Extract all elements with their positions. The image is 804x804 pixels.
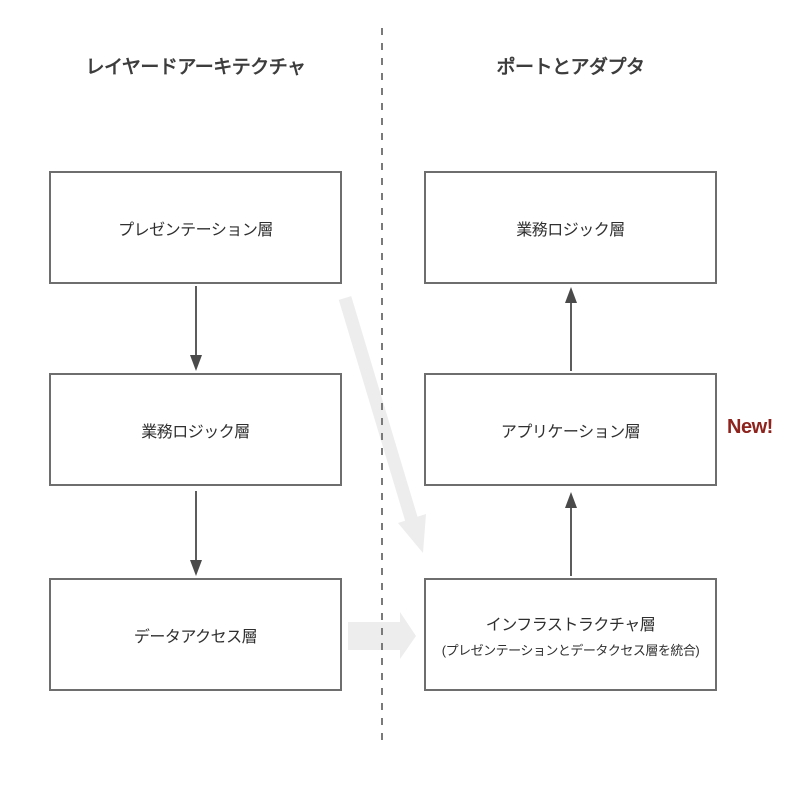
box-sublabel: (プレゼンテーションとデータクセス層を統合) [441, 642, 700, 658]
box-infrastructure-layer: インフラストラクチャ層 (プレゼンテーションとデータクセス層を統合) [424, 578, 717, 691]
box-label: 業務ロジック層 [141, 423, 250, 441]
box-data-access-layer: データアクセス層 [49, 578, 342, 691]
right-up-arrow-1-icon [565, 287, 577, 371]
box-business-logic-layer-right: 業務ロジック層 [424, 171, 717, 284]
box-label: プレゼンテーション層 [118, 221, 273, 239]
right-up-arrow-2-icon [565, 492, 577, 576]
diagonal-transform-arrow-icon [338, 296, 426, 553]
box-label: インフラストラクチャ層 [485, 616, 656, 634]
box-application-layer: アプリケーション層 [424, 373, 717, 486]
box-presentation-layer: プレゼンテーション層 [49, 171, 342, 284]
left-down-arrow-1-icon [190, 286, 202, 371]
block-right-arrow-icon [348, 612, 416, 659]
left-down-arrow-2-icon [190, 491, 202, 576]
box-label: アプリケーション層 [500, 423, 641, 441]
box-label: データアクセス層 [133, 628, 258, 646]
box-business-logic-layer-left: 業務ロジック層 [49, 373, 342, 486]
right-panel-title: ポートとアダプタ [496, 57, 645, 78]
new-badge: New! [727, 416, 773, 438]
left-panel-title: レイヤードアーキテクチャ [85, 57, 306, 78]
box-label: 業務ロジック層 [516, 221, 625, 239]
